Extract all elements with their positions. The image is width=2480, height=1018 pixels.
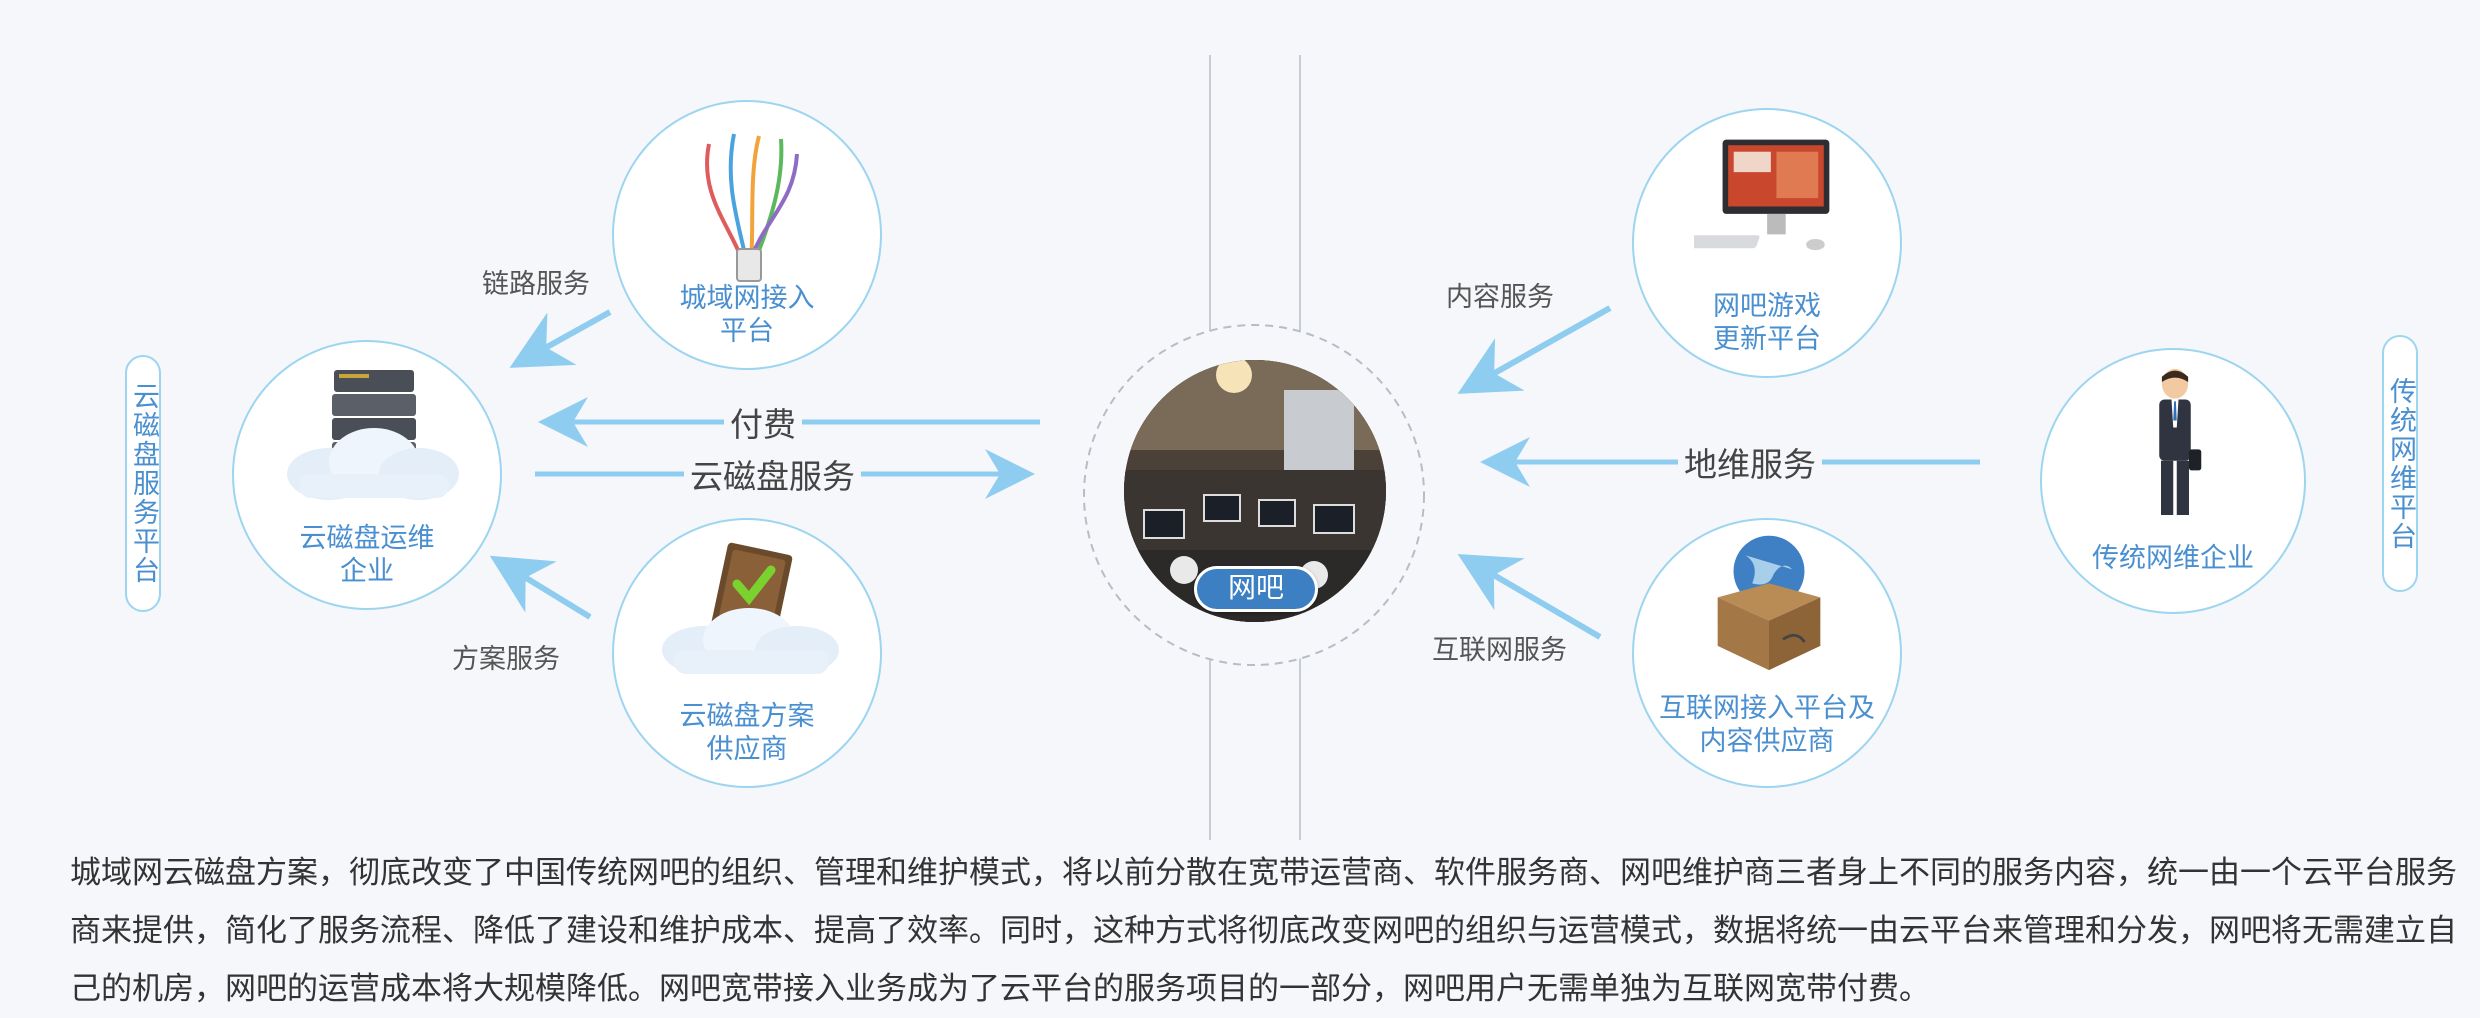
node-traditional-ops: 传统网维企业: [2040, 348, 2306, 614]
arrow-label-local-maint-service: 地维服务: [1678, 438, 1822, 486]
server-cloud-icon: [269, 362, 469, 502]
center-badge: 网吧: [1194, 566, 1318, 612]
node-metro-access: 城域网接入 平台: [612, 100, 882, 370]
side-tag-traditional-platform: 传统网维平台: [2382, 335, 2418, 592]
node-internet-provider: 互联网接入平台及 内容供应商: [1632, 518, 1902, 788]
arrow-label-pay: 付费: [724, 398, 802, 446]
book-cloud-icon: [649, 540, 849, 680]
network-cable-icon: [689, 124, 809, 284]
node-metro-access-label: 城域网接入 平台: [614, 282, 880, 348]
businessman-icon: [2140, 360, 2210, 530]
edge-label-internet-service: 互联网服务: [1432, 628, 1567, 667]
node-cloud-ops-label: 云磁盘运维 企业: [234, 522, 500, 588]
node-internet-provider-label: 互联网接入平台及 内容供应商: [1634, 692, 1900, 758]
side-tag-left-label: 云磁盘服务平台: [128, 382, 158, 585]
side-tag-cloud-platform: 云磁盘服务平台: [125, 355, 161, 612]
arrow-label-cloud-disk-service: 云磁盘服务: [684, 450, 861, 498]
globe-box-icon: [1694, 532, 1844, 672]
node-game-update: 网吧游戏 更新平台: [1632, 108, 1902, 378]
node-cloud-solution-label: 云磁盘方案 供应商: [614, 700, 880, 766]
edge-label-solution-service: 方案服务: [452, 637, 560, 676]
arrow-internet-service: [1468, 560, 1600, 637]
arrow-solution-service: [500, 562, 590, 617]
node-cloud-solution: 云磁盘方案 供应商: [612, 518, 882, 788]
arrow-link-service: [520, 312, 610, 362]
edge-label-content-service: 内容服务: [1446, 275, 1554, 314]
arrow-content-service: [1468, 308, 1610, 388]
node-game-update-label: 网吧游戏 更新平台: [1634, 290, 1900, 356]
node-cloud-ops: 云磁盘运维 企业: [232, 340, 502, 610]
side-tag-right-label: 传统网维平台: [2385, 377, 2415, 551]
node-traditional-ops-label: 传统网维企业: [2042, 542, 2304, 575]
edge-label-link-service: 链路服务: [482, 262, 590, 301]
desktop-computer-icon: [1694, 135, 1844, 265]
description-paragraph: 城域网云磁盘方案，彻底改变了中国传统网吧的组织、管理和维护模式，将以前分散在宽带…: [70, 844, 2470, 1018]
